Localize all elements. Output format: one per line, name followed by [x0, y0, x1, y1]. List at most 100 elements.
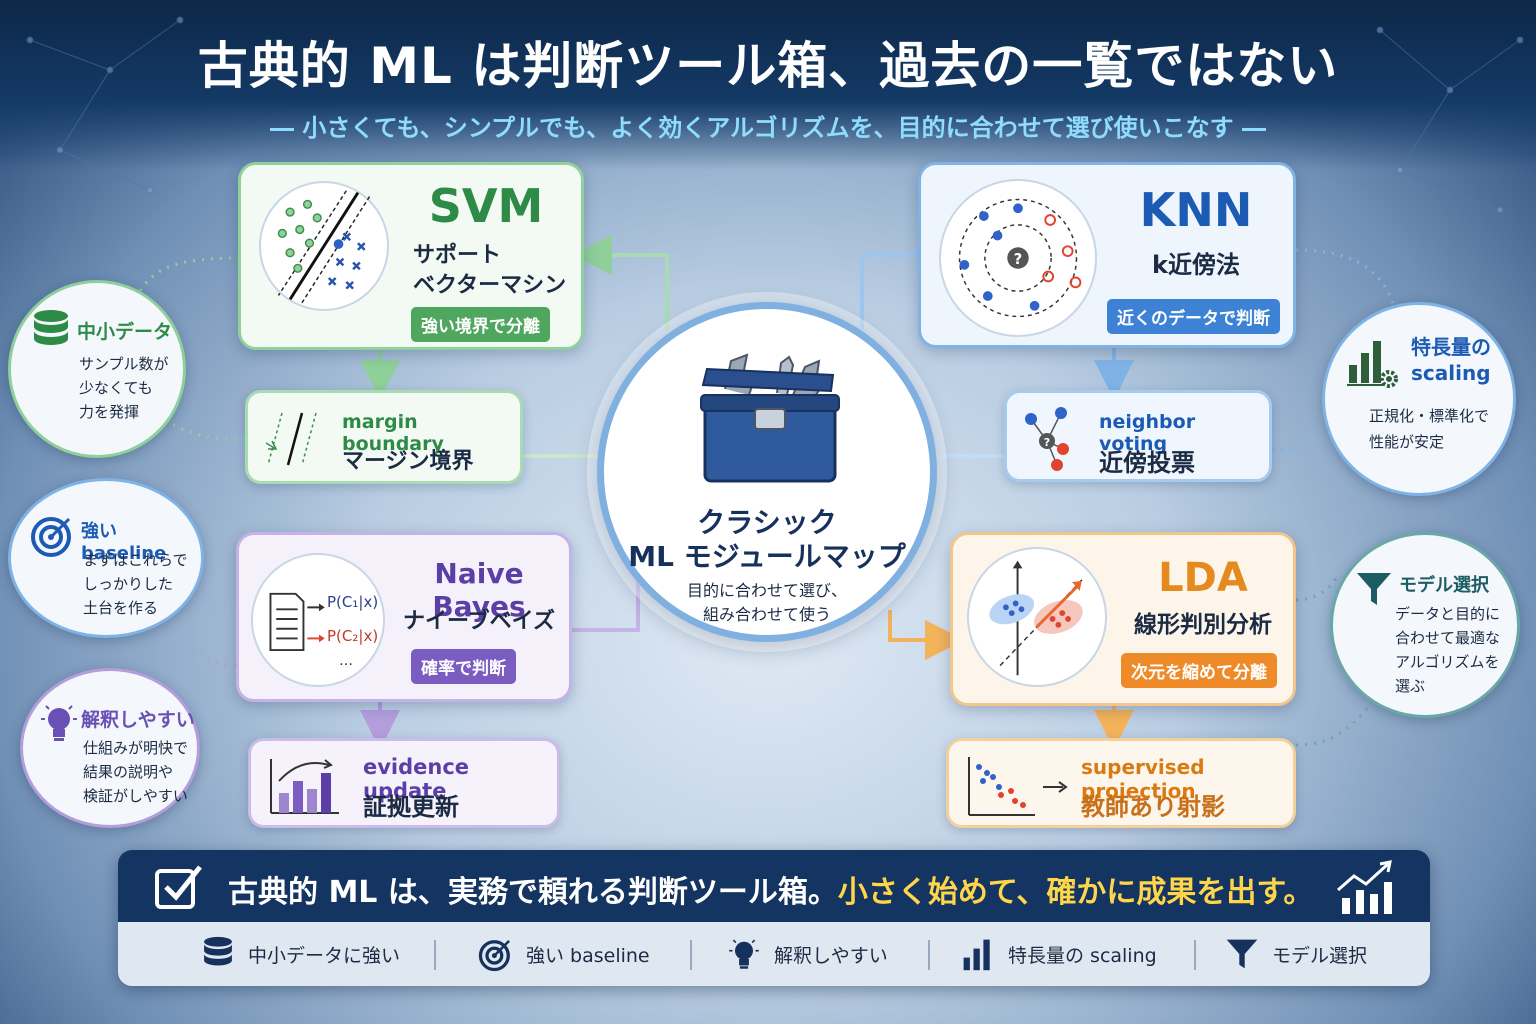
bubble-scaling[interactable]: 特長量の scaling 正規化・標準化で 性能が安定: [1322, 302, 1516, 496]
naive-bayes-title: Naive Bayes: [432, 557, 526, 623]
bubble-model-select-head: モデル選択: [1399, 575, 1489, 596]
page-subtitle: ― 小さくても、シンプルでも、よく効くアルゴリズムを、目的に合わせて選び使いこな…: [270, 114, 1266, 142]
svm-subtitle-line1: サポート: [413, 243, 502, 268]
lda-detail-en: supervised projection: [1081, 755, 1205, 803]
hub-circle[interactable]: クラシック ML モジュールマップ 目的に合わせて選び、 組み合わせて使う: [597, 302, 937, 642]
hub-title-line2: ML モジュールマップ: [628, 540, 906, 573]
bubble-small-data-line2: 少なくても: [79, 379, 153, 397]
summary-banner: 古典的 ML は、実務で頼れる判断ツール箱。小さく始めて、確かに成果を出す。 中…: [118, 850, 1430, 986]
feature-small-data: 中小データに強い: [200, 922, 400, 986]
bar-chart-icon: [963, 939, 990, 971]
bubble-scaling-head2: scaling: [1411, 361, 1491, 385]
bubble-model-select[interactable]: モデル選択 データと目的に 合わせて最適な アルゴリズムを 選ぶ: [1330, 532, 1520, 718]
bubble-model-select-line3: アルゴリズムを: [1395, 653, 1500, 671]
bubble-model-select-line2: 合わせて最適な: [1395, 629, 1501, 647]
target-icon: [478, 940, 510, 972]
feature-separator: [434, 940, 436, 970]
bubble-baseline[interactable]: 強い baseline まずはこれらで しっかりした 土台を作る: [8, 478, 204, 638]
lda-title: LDA: [1158, 555, 1248, 601]
feature-separator: [1194, 940, 1196, 970]
bubble-baseline-head: 強い baseline: [81, 521, 167, 564]
svm-detail-jp: マージン境界: [342, 449, 474, 474]
knn-title: KNN: [1139, 183, 1253, 237]
feature-baseline: 強い baseline: [478, 922, 650, 986]
feature-scaling-label: 特長量の scaling: [1008, 944, 1157, 967]
knn-subtitle: k近傍法: [1152, 251, 1240, 279]
svg-text:?: ?: [1014, 251, 1022, 268]
svm-card[interactable]: SVM サポート ベクターマシン 強い境界で分離: [238, 162, 584, 350]
knn-detail-en: neighbor voting: [1099, 411, 1196, 455]
feature-small-data-label: 中小データに強い: [248, 944, 401, 967]
knn-tag: 近くのデータで判断: [1107, 299, 1280, 334]
hub-body-line1: 目的に合わせて選び、: [686, 581, 847, 600]
feature-interpretable: 解釈しやすい: [726, 922, 888, 986]
lda-tag: 次元を縮めて分離: [1121, 653, 1277, 688]
banner-feature-bar: 中小データに強い 強い baseline 解釈しやすい: [118, 922, 1430, 986]
feature-scaling: 特長量の scaling: [960, 922, 1157, 986]
feature-separator: [928, 940, 930, 970]
svm-hyperplane-icon: [259, 181, 389, 311]
banner-message-yellow: 小さく始めて、確かに成果を出す。: [837, 875, 1314, 910]
bubble-small-data[interactable]: 中小データ サンプル数が 少なくても 力を発揮: [8, 280, 186, 458]
funnel-icon: [1226, 939, 1258, 969]
neighbor-voting-icon: ?: [1025, 407, 1069, 471]
banner-message-bar: 古典的 ML は、実務で頼れる判断ツール箱。小さく始めて、確かに成果を出す。: [118, 850, 1430, 922]
lightbulb-icon: [41, 705, 77, 741]
feature-interpretable-label: 解釈しやすい: [774, 944, 888, 967]
knn-detail-jp: 近傍投票: [1099, 449, 1195, 477]
page-title: 古典的 ML は判断ツール箱、過去の一覧ではない: [197, 37, 1339, 95]
toolbox-icon: [700, 353, 840, 483]
document-probability-icon: [251, 553, 385, 687]
banner-message-white: 古典的 ML は、実務で頼れる判断ツール箱。: [228, 875, 838, 910]
svm-tag: 強い境界で分離: [411, 307, 550, 342]
svm-subtitle-line2: ベクターマシン: [413, 273, 567, 298]
margin-boundary-icon: [265, 412, 317, 466]
knn-detail-card[interactable]: ? neighbor voting 近傍投票: [1004, 390, 1272, 482]
bubble-interpretable-head: 解釈しやすい: [81, 709, 195, 731]
funnel-icon: [1357, 573, 1391, 605]
feature-model-select: モデル選択: [1224, 922, 1367, 986]
bubble-small-data-line3: 力を発揮: [79, 403, 140, 421]
lda-card[interactable]: LDA 線形判別分析 次元を縮めて分離: [950, 532, 1296, 706]
lda-subtitle: 線形判別分析: [1134, 612, 1272, 638]
naive-bayes-detail-jp: 証拠更新: [363, 793, 459, 821]
naive-bayes-subtitle: ナイーブベイズ: [402, 609, 556, 634]
naive-bayes-detail-card[interactable]: evidence update 証拠更新: [248, 738, 560, 828]
lda-detail-jp: 教師あり射影: [1081, 793, 1225, 821]
hub-title-line1: クラシック: [697, 506, 837, 539]
bubble-interpretable-line3: 検証がしやすい: [83, 787, 188, 805]
banner-message: 古典的 ML は、実務で頼れる判断ツール箱。小さく始めて、確かに成果を出す。: [228, 867, 1313, 911]
bubble-scaling-line2: 性能が安定: [1369, 433, 1445, 451]
target-icon: [31, 517, 71, 557]
checkbox-icon: [155, 865, 202, 909]
bubble-interpretable-line2: 結果の説明や: [83, 763, 174, 781]
svm-detail-card[interactable]: margin boundary マージン境界: [245, 390, 523, 484]
naive-bayes-card[interactable]: P(C₁|x) P(C₂|x) … Naive Bayes ナイーブベイズ 確率…: [236, 532, 572, 702]
nb-formula-1: P(C₁|x): [327, 593, 379, 611]
bubble-small-data-line1: サンプル数が: [79, 355, 169, 373]
bar-chart-gear-icon: [1347, 341, 1398, 388]
bubble-small-data-head: 中小データ: [77, 321, 173, 343]
bubble-interpretable[interactable]: 解釈しやすい 仕組みが明快で 結果の説明や 検証がしやすい: [20, 668, 200, 828]
lda-detail-card[interactable]: supervised projection 教師あり射影: [946, 738, 1296, 828]
bubble-model-select-line1: データと目的に: [1395, 605, 1501, 623]
bubble-baseline-line1: まずはこれらで: [83, 551, 188, 569]
database-icon: [204, 936, 232, 966]
feature-model-select-label: モデル選択: [1272, 944, 1368, 967]
svm-title: SVM: [428, 179, 544, 233]
scatter-projection-icon: [968, 757, 1068, 816]
knn-card[interactable]: ? KNN k近傍法 近くのデータで判断: [918, 162, 1296, 348]
feature-baseline-label: 強い baseline: [526, 944, 650, 967]
growth-chart-icon: [1337, 860, 1392, 914]
naive-bayes-detail-en: evidence update: [363, 755, 470, 803]
svm-detail-en: margin boundary: [342, 411, 444, 455]
bubble-scaling-line1: 正規化・標準化で: [1369, 407, 1490, 425]
feature-separator: [690, 940, 692, 970]
bubble-interpretable-line1: 仕組みが明快で: [83, 739, 189, 757]
network-pattern: [26, 16, 1524, 214]
hub-body-line2: 組み合わせて使う: [702, 605, 831, 624]
bubble-model-select-line4: 選ぶ: [1395, 677, 1426, 695]
evidence-chart-icon: [270, 759, 339, 814]
nb-formula-2: P(C₂|x): [327, 627, 379, 645]
lightbulb-icon: [729, 939, 759, 969]
